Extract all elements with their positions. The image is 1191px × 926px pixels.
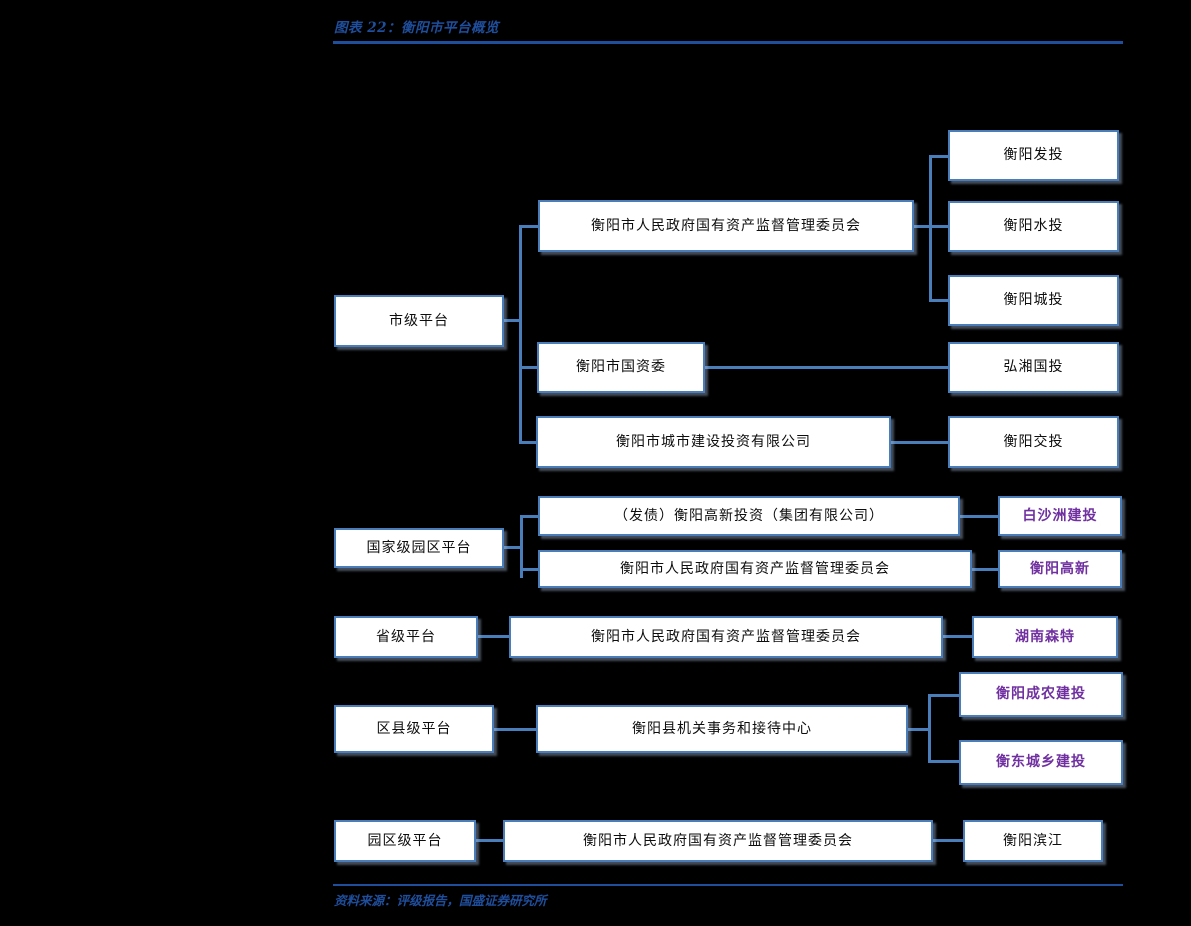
connector-park-to-sasac <box>476 839 505 842</box>
connector-countyoffice-trunk <box>928 694 931 763</box>
connector-gaoxininvest-to-baishazhou <box>960 515 1000 518</box>
owner-node-sasac-park[interactable]: 衡阳市人民政府国有资产监督管理委员会 <box>503 820 933 862</box>
connector-nationalpark-stub <box>504 546 523 549</box>
tier-node-city[interactable]: 市级平台 <box>334 295 504 347</box>
connector-city-to-sasac2 <box>519 366 539 369</box>
owner-node-gaoxin-invest[interactable]: （发债）衡阳高新投资（集团有限公司） <box>538 496 960 536</box>
connector-city-trunk <box>519 225 522 443</box>
connector-sasac-to-fatou <box>929 155 950 158</box>
platform-node-fatou[interactable]: 衡阳发投 <box>948 130 1119 181</box>
connector-sasac-to-chengtou <box>929 299 950 302</box>
owner-node-county-office[interactable]: 衡阳县机关事务和接待中心 <box>536 705 908 753</box>
tier-node-national-park[interactable]: 国家级园区平台 <box>334 528 504 568</box>
connector-countyoffice-to-hengdong <box>928 760 961 763</box>
platform-node-hunansente[interactable]: 湖南森特 <box>972 616 1118 658</box>
connector-city-stub <box>504 319 522 322</box>
tier-node-park[interactable]: 园区级平台 <box>334 820 476 862</box>
connector-sasacnational-to-gaoxin <box>972 568 1000 571</box>
tier-node-county[interactable]: 区县级平台 <box>334 705 494 753</box>
platform-node-chengnong[interactable]: 衡阳成农建投 <box>959 672 1123 717</box>
connector-sasac-to-shuitou <box>929 225 950 228</box>
connector-city-to-sasac <box>519 225 541 228</box>
connector-sasac2-to-hongxiang <box>705 366 950 369</box>
platform-node-hongxiang[interactable]: 弘湘国投 <box>948 342 1119 393</box>
connector-countyoffice-to-chengnong <box>928 694 961 697</box>
owner-node-sasac-city2[interactable]: 衡阳市国资委 <box>537 342 705 393</box>
connector-sasacprovince-to-sente <box>943 635 974 638</box>
connector-nationalpark-trunk <box>520 515 523 578</box>
platform-node-chengtou[interactable]: 衡阳城投 <box>948 275 1119 326</box>
connector-nationalpark-to-sasac <box>520 568 539 571</box>
platform-node-baishazhou[interactable]: 白沙洲建投 <box>998 496 1122 536</box>
owner-node-sasac-park-national[interactable]: 衡阳市人民政府国有资产监督管理委员会 <box>538 550 972 588</box>
connector-county-to-office <box>494 728 538 731</box>
page-title: 图表 22：衡阳市平台概览 <box>334 20 499 36</box>
platform-node-binjiang[interactable]: 衡阳滨江 <box>963 820 1103 862</box>
connector-sasac-stub <box>914 225 932 228</box>
platform-node-gaoxin[interactable]: 衡阳高新 <box>998 550 1122 588</box>
owner-node-sasac-city[interactable]: 衡阳市人民政府国有资产监督管理委员会 <box>538 200 914 252</box>
connector-countyoffice-stub <box>908 728 930 731</box>
connector-city-to-construction <box>519 441 537 444</box>
connector-construction-to-jiaotou <box>891 441 950 444</box>
platform-node-jiaotou[interactable]: 衡阳交投 <box>948 416 1119 468</box>
connector-nationalpark-to-gaoxin-invest <box>520 515 539 518</box>
connector-province-to-sasac <box>478 635 511 638</box>
platform-node-shuitou[interactable]: 衡阳水投 <box>948 201 1119 252</box>
owner-node-sasac-province[interactable]: 衡阳市人民政府国有资产监督管理委员会 <box>509 616 943 658</box>
title-divider <box>333 41 1123 44</box>
footer-divider <box>333 884 1123 886</box>
platform-node-hengdong[interactable]: 衡东城乡建投 <box>959 740 1123 785</box>
connector-sasacpark-to-binjiang <box>933 839 965 842</box>
owner-node-city-construction[interactable]: 衡阳市城市建设投资有限公司 <box>536 416 891 468</box>
tier-node-province[interactable]: 省级平台 <box>334 616 478 658</box>
source-note: 资料来源：评级报告，国盛证券研究所 <box>334 893 547 908</box>
